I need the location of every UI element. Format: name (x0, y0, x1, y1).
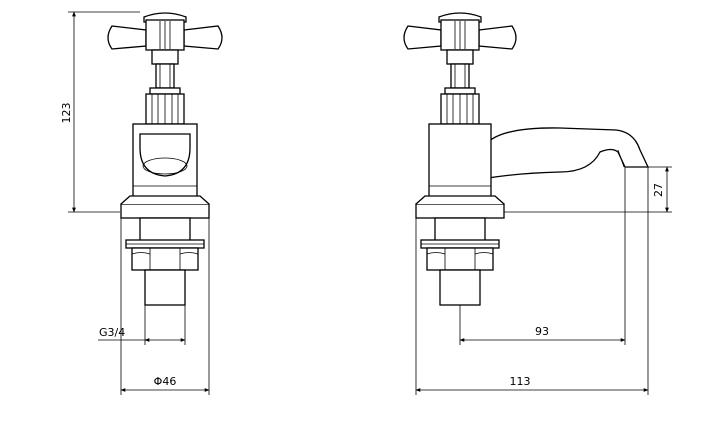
front-spindle (145, 63, 185, 125)
side-shank (420, 217, 500, 345)
spout-height-dimension: 27 (504, 166, 672, 213)
base-diameter-dimension: Φ46 (120, 218, 210, 395)
overall-depth-label: 113 (510, 375, 531, 388)
height-label: 123 (60, 103, 73, 124)
overall-depth-dimension: 113 (415, 167, 649, 395)
height-dimension: 123 (60, 11, 140, 213)
front-cross-handle (107, 12, 223, 65)
side-cross-handle (403, 12, 517, 65)
base-diameter-label: Φ46 (154, 375, 177, 388)
side-spindle (440, 63, 480, 125)
spout-reach-dimension: 93 (459, 167, 626, 345)
spout-height-label: 27 (652, 183, 665, 197)
front-view: 123 G3/4 Φ46 (60, 11, 223, 395)
side-body (415, 123, 505, 219)
spout-reach-label: 93 (535, 325, 549, 338)
side-view: 27 93 113 (403, 12, 672, 395)
spout (487, 127, 650, 179)
front-body (120, 123, 210, 219)
front-shank (125, 217, 205, 306)
thread-dimension: G3/4 (98, 305, 186, 345)
thread-label: G3/4 (99, 326, 125, 339)
